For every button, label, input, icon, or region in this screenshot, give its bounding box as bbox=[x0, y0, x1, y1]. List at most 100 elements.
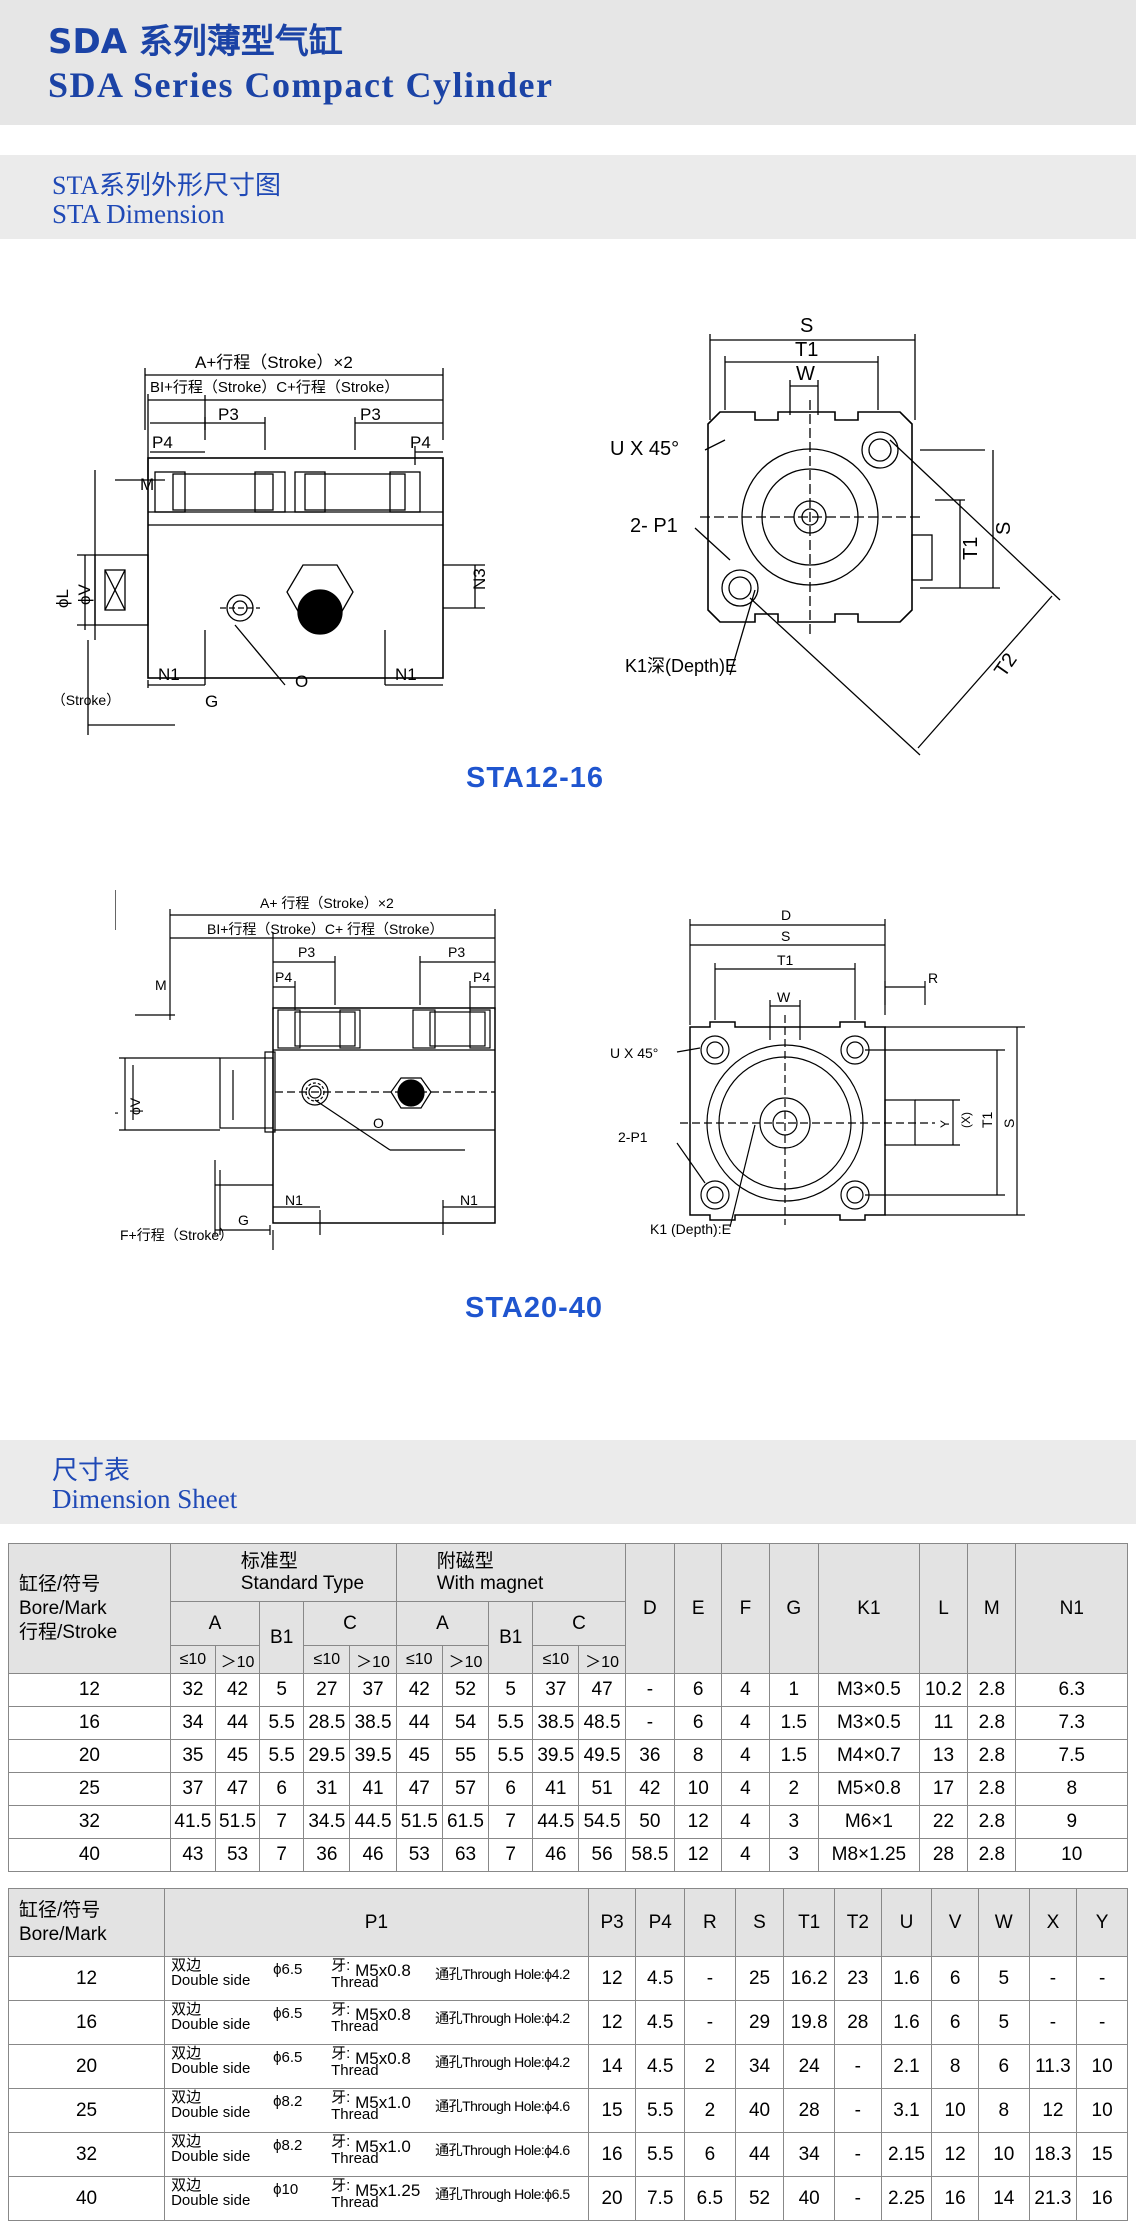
p1-thread-value: M5x1.25 bbox=[355, 2181, 421, 2200]
p1-thread-en: Thread bbox=[331, 2106, 379, 2123]
p1-thread-zh: 牙: bbox=[331, 1957, 351, 1974]
table-cell: 45 bbox=[214, 1739, 261, 1773]
table-cell: 5 bbox=[259, 1673, 305, 1707]
table-cell: 5.5 bbox=[259, 1739, 305, 1773]
table-cell: 44 bbox=[214, 1706, 261, 1740]
table-cell: 40 bbox=[8, 1838, 171, 1872]
label-phi-l: ϕL bbox=[55, 589, 72, 608]
table-cell: 4 bbox=[721, 1706, 770, 1740]
table-cell: 16 bbox=[1076, 2176, 1128, 2221]
table-cell: 4 bbox=[721, 1805, 770, 1839]
table-cell: 32 bbox=[169, 1673, 216, 1707]
table-cell: 5.5 bbox=[635, 2088, 686, 2133]
p1-double-en: Double side bbox=[171, 2016, 251, 2033]
p1-double-zh: 双边 bbox=[171, 2133, 202, 2150]
table-cell: 41.5 bbox=[169, 1805, 216, 1839]
table1-col-b1-std: B1 bbox=[259, 1601, 305, 1674]
p1-thread-value: M5x0.8 bbox=[355, 2005, 411, 2024]
table-cell: 31 bbox=[303, 1772, 351, 1806]
table-cell: 42 bbox=[624, 1772, 676, 1806]
table-cell: 4.5 bbox=[635, 1956, 686, 2001]
table-cell: 7.5 bbox=[1015, 1739, 1128, 1773]
table-cell: 2.25 bbox=[880, 2176, 933, 2221]
label2-r: R bbox=[928, 970, 938, 986]
table-cell: 32 bbox=[8, 1805, 171, 1839]
table-cell: 38.5 bbox=[349, 1706, 397, 1740]
table-cell: 51.5 bbox=[395, 1805, 443, 1839]
sta12-16-end-view: S T1 W U X 45° 2- P1 S T1 T2 K1深(Depth)E bbox=[610, 315, 1061, 756]
table-cell: 52 bbox=[441, 1673, 490, 1707]
label-2p1: 2- P1 bbox=[630, 515, 678, 537]
label-s-top: S bbox=[800, 315, 813, 337]
table-cell: M8×1.25 bbox=[817, 1838, 920, 1872]
table1-sub-le10: ≤10 bbox=[169, 1645, 216, 1674]
table2-col-p4: P4 bbox=[635, 1888, 686, 1957]
label2-p3-right: P3 bbox=[448, 944, 465, 960]
p1-hole-value: ϕ4.2 bbox=[544, 1966, 570, 1982]
label2-y: Y bbox=[938, 1120, 952, 1128]
table1-col-e: E bbox=[674, 1543, 723, 1674]
table2-col-s: S bbox=[734, 1888, 785, 1957]
sta20-40-side-view: A+ 行程（Stroke）×2 BI+行程（Stroke）C+ 行程（Strok… bbox=[115, 890, 496, 1250]
table-cell: 12 bbox=[674, 1838, 723, 1872]
table-cell: 44 bbox=[734, 2132, 785, 2177]
table-cell: 6 bbox=[674, 1706, 723, 1740]
caption-sta12-16: STA12-16 bbox=[466, 762, 605, 794]
table-cell: 10 bbox=[1076, 2088, 1128, 2133]
label2-2p1: 2-P1 bbox=[618, 1129, 648, 1145]
table-cell: 3 bbox=[768, 1838, 819, 1872]
table-cell-bore: 16 bbox=[7, 2000, 166, 2045]
table-cell: 12 bbox=[8, 1673, 171, 1707]
label-s-side: S bbox=[993, 522, 1015, 535]
table-cell: 16 bbox=[931, 2176, 979, 2221]
table-cell-bore: 32 bbox=[7, 2132, 166, 2177]
table-cell: 52 bbox=[734, 2176, 785, 2221]
table1-col-k1: K1 bbox=[817, 1543, 920, 1674]
table-cell: 10 bbox=[1076, 2044, 1128, 2089]
p1-double-zh: 双边 bbox=[171, 2177, 202, 2194]
p1-hole-value: ϕ4.6 bbox=[544, 2098, 570, 2114]
p1-thread-value: M5x0.8 bbox=[355, 1961, 411, 1980]
table1-col-c-std: C bbox=[303, 1601, 397, 1646]
label2-f-stroke: F+行程（Stroke） bbox=[120, 1227, 233, 1243]
table-cell: 2.8 bbox=[967, 1739, 1017, 1773]
p1-hole-label: 通孔Through Hole: bbox=[435, 2186, 545, 2202]
table-cell: 28 bbox=[918, 1838, 969, 1872]
table-cell: 22 bbox=[918, 1805, 969, 1839]
table-cell: 17 bbox=[918, 1772, 969, 1806]
table1-sub-le10: ≤10 bbox=[395, 1645, 443, 1674]
label2-w: W bbox=[777, 989, 791, 1005]
label-f-stroke: F+行程（Stroke） bbox=[55, 692, 120, 708]
page-title-en: SDA Series Compact Cylinder bbox=[48, 65, 554, 105]
table2-col-w: W bbox=[977, 1888, 1030, 1957]
table1-col-l: L bbox=[918, 1543, 969, 1674]
table1-sub-gt10: ＞10 bbox=[214, 1645, 261, 1674]
p1-thread-en: Thread bbox=[331, 2018, 379, 2035]
sta20-40-end-view: D S T1 W R U X 45° 2-P1 K1 (Depth):E Y (… bbox=[610, 907, 1025, 1237]
table1-col-f: F bbox=[721, 1543, 770, 1674]
table-cell: 44 bbox=[395, 1706, 443, 1740]
p1-thread-zh: 牙: bbox=[331, 2001, 351, 2018]
table-cell: 5.5 bbox=[488, 1706, 534, 1740]
table-cell: 6 bbox=[259, 1772, 305, 1806]
label-phi-v: ϕV bbox=[75, 583, 94, 605]
table-cell-bore: 40 bbox=[7, 2176, 166, 2221]
table-cell: 46 bbox=[532, 1838, 580, 1872]
table-cell: 4.5 bbox=[635, 2044, 686, 2089]
table-cell: 10 bbox=[931, 2088, 979, 2133]
label2-s-top: S bbox=[781, 928, 790, 944]
label2-n1-left: N1 bbox=[285, 1192, 303, 1208]
sheet-title-zh: 尺寸表 bbox=[52, 1456, 131, 1485]
table-cell: 51 bbox=[578, 1772, 626, 1806]
table-cell: 2 bbox=[684, 2088, 736, 2133]
table1-sub-le10: ≤10 bbox=[303, 1645, 351, 1674]
table-cell: 6 bbox=[931, 2000, 979, 2045]
table-cell: 41 bbox=[349, 1772, 397, 1806]
table1-col-a-std: A bbox=[169, 1601, 261, 1646]
